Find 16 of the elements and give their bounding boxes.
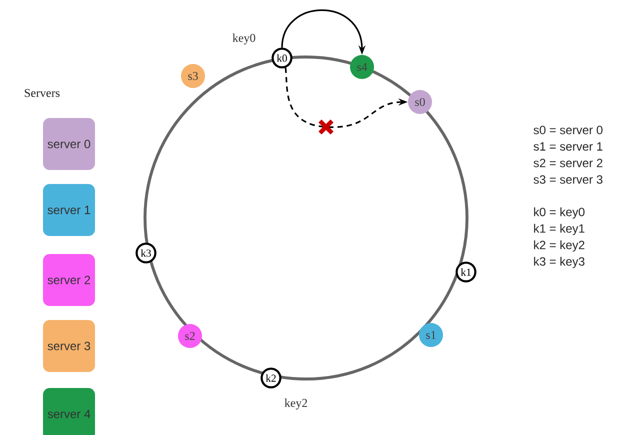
legend-text: k1 = key1 — [534, 224, 584, 236]
legend-text: s3 = server 3 — [534, 175, 602, 184]
legend-text: k0 = key0 — [534, 207, 584, 219]
server-box: server 3 — [43, 320, 95, 372]
legend-text: s2 = server 2 — [534, 158, 602, 168]
legend-text: k3 = key3 — [534, 256, 584, 268]
legend-text: s1 = server 1 — [534, 142, 602, 151]
legend-text: s0 = server 0 — [534, 126, 602, 134]
section-heading: Servers — [24, 88, 60, 98]
key-label: key2 — [284, 398, 307, 410]
key-label: key0 — [232, 34, 256, 44]
server-box: server 4 — [43, 388, 95, 435]
legend-text: k2 = key2 — [534, 240, 584, 252]
server-box: server 0 — [43, 118, 95, 170]
server-box: server 2 — [43, 254, 95, 306]
server-box: server 1 — [43, 184, 95, 236]
